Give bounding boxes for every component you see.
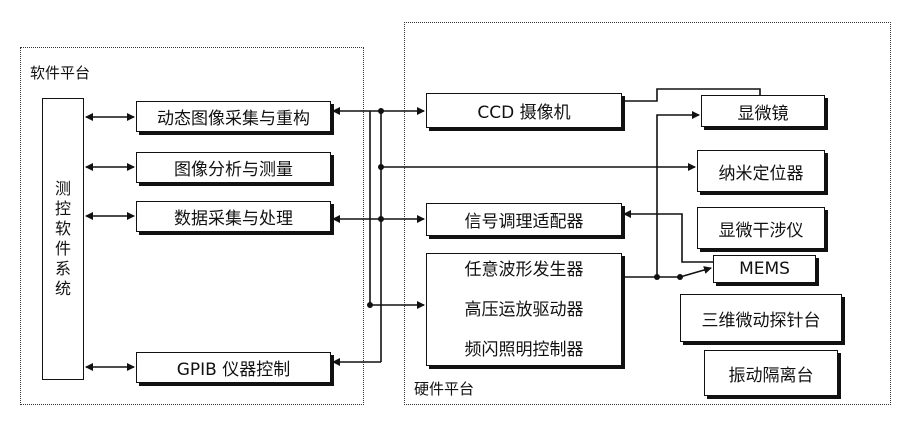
junction-dot	[677, 274, 683, 280]
line-ccd-microscope	[622, 88, 761, 102]
measurement-control-software-box: 测 控 软 件 系 统	[42, 98, 84, 380]
probe-station-box: 三维微动探针台	[680, 294, 842, 342]
vertical-char: 件	[54, 239, 71, 258]
hardware-platform-region	[404, 22, 891, 405]
junction-dot	[378, 216, 384, 222]
vertical-char: 测	[54, 179, 71, 198]
strobe-controller: 频闪照明控制器	[464, 339, 584, 360]
nanopositioner-box: 纳米定位器	[697, 150, 825, 192]
hardware-platform-label: 硬件平台	[414, 380, 475, 398]
junction-dot	[654, 274, 660, 280]
junction-dot	[367, 302, 373, 308]
isolation-table-box: 振动隔离台	[704, 350, 838, 396]
arbitrary-waveform-generator: 任意波形发生器	[464, 259, 584, 280]
arrow-mems-signal	[623, 210, 713, 263]
gpib-control-module: GPIB 仪器控制	[136, 352, 331, 383]
mems-box: MEMS	[713, 255, 816, 283]
software-platform-region	[20, 47, 364, 405]
junction-dot	[378, 164, 384, 170]
high-voltage-amplifier: 高压运放驱动器	[464, 299, 584, 320]
vertical-char: 统	[54, 279, 71, 298]
image-acquisition-module: 动态图像采集与重构	[136, 101, 331, 132]
image-analysis-module: 图像分析与测量	[136, 152, 331, 183]
microscope-box: 显微镜	[701, 95, 825, 127]
ccd-camera-box: CCD 摄像机	[426, 93, 622, 128]
junction-dot	[378, 108, 384, 114]
vertical-char: 系	[54, 259, 71, 278]
signal-adapter-box: 信号调理适配器	[426, 203, 622, 236]
data-processing-module: 数据采集与处理	[136, 201, 331, 232]
software-platform-label: 软件平台	[30, 64, 91, 82]
vertical-char: 控	[54, 199, 71, 218]
arrow-to-mems	[679, 266, 712, 278]
arrow-to-microscope	[656, 111, 700, 277]
interferometer-box: 显微干涉仪	[697, 207, 825, 249]
vertical-char: 软	[54, 219, 71, 238]
signal-generators-box: 任意波形发生器 高压运放驱动器 频闪照明控制器	[426, 253, 622, 366]
